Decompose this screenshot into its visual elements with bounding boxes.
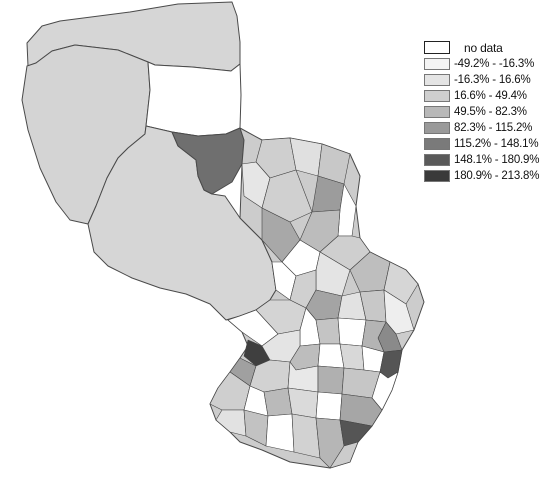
municipal-boundaries bbox=[209, 137, 419, 469]
legend-item: 180.9% - 213.8% bbox=[424, 168, 548, 183]
legend-item: 115.2% - 148.1% bbox=[424, 136, 548, 151]
legend-label: 49.5% - 82.3% bbox=[454, 105, 527, 118]
legend-label: 82.3% - 115.2% bbox=[454, 121, 533, 134]
legend-swatch bbox=[424, 105, 450, 118]
legend-label: 180.9% - 213.8% bbox=[454, 169, 540, 182]
legend-label: -49.2% - -16.3% bbox=[454, 57, 535, 70]
legend-swatch bbox=[424, 137, 450, 150]
legend-swatch bbox=[424, 41, 450, 54]
legend-label: -16.3% - 16.6% bbox=[454, 73, 531, 86]
region-nodata-north bbox=[145, 61, 242, 137]
legend-item: no data bbox=[424, 40, 548, 55]
legend-label: 115.2% - 148.1% bbox=[454, 137, 539, 150]
legend-swatch bbox=[424, 57, 450, 70]
legend-swatch bbox=[424, 121, 450, 134]
legend-swatch bbox=[424, 153, 450, 166]
legend-item: 16.6% - 49.4% bbox=[424, 88, 548, 103]
legend-item: 148.1% - 180.9% bbox=[424, 152, 548, 167]
legend-label: 148.1% - 180.9% bbox=[454, 153, 540, 166]
legend-swatch bbox=[424, 89, 450, 102]
region-highlight-dark bbox=[171, 127, 245, 195]
legend-swatch bbox=[424, 169, 450, 182]
legend-item: -16.3% - 16.6% bbox=[424, 72, 548, 87]
map-legend: no data -49.2% - -16.3% -16.3% - 16.6% 16.6… bbox=[424, 40, 548, 184]
legend-item: 82.3% - 115.2% bbox=[424, 120, 548, 135]
legend-label: no data bbox=[464, 40, 503, 55]
legend-item: -49.2% - -16.3% bbox=[424, 56, 548, 71]
legend-label: 16.6% - 49.4% bbox=[454, 89, 527, 102]
legend-item: 49.5% - 82.3% bbox=[424, 104, 548, 119]
legend-swatch bbox=[424, 73, 450, 86]
